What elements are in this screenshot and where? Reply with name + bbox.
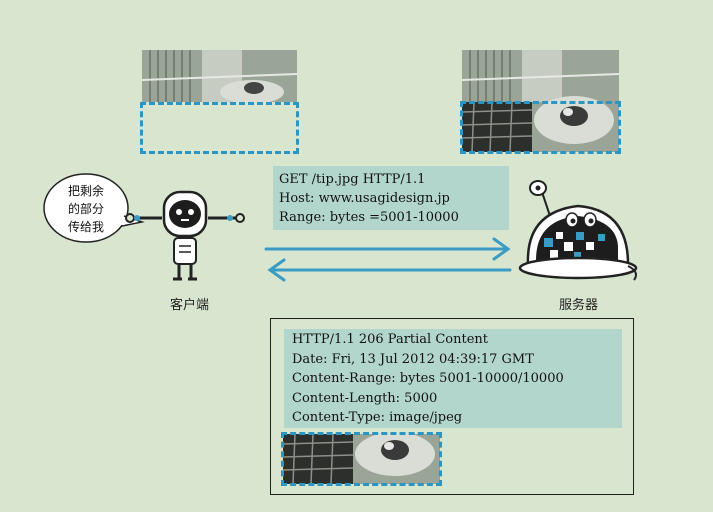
response-partial-image	[283, 434, 440, 484]
client-label: 客户端	[170, 298, 210, 313]
response-box: HTTP/1.1 206 Partial Content Date: Fri, …	[284, 329, 622, 428]
request-line: Range: bytes =5001-10000	[279, 210, 459, 225]
response-line: HTTP/1.1 206 Partial Content	[292, 332, 489, 347]
server-robot-icon	[518, 180, 638, 281]
server-label: 服务器	[559, 298, 599, 313]
response-frame	[270, 318, 634, 495]
request-line: GET /tip.jpg HTTP/1.1	[279, 172, 426, 187]
client-missing-region	[140, 102, 299, 154]
speech-line: 把剩余	[67, 184, 104, 198]
speech-text: 把剩余 的部分 传给我	[52, 182, 120, 236]
arrows	[264, 237, 512, 282]
speech-line: 传给我	[67, 220, 104, 234]
server-requested-region	[460, 101, 621, 154]
response-line: Content-Range: bytes 5001-10000/10000	[292, 371, 564, 386]
response-arrow	[267, 258, 512, 282]
client-robot-icon	[125, 190, 245, 281]
request-box: GET /tip.jpg HTTP/1.1 Host: www.usagides…	[273, 166, 509, 230]
response-line: Content-Type: image/jpeg	[292, 410, 463, 425]
response-line: Content-Length: 5000	[292, 390, 438, 406]
request-line: Host: www.usagidesign.jp	[279, 191, 450, 206]
request-arrow	[264, 237, 511, 261]
response-line: Date: Fri, 13 Jul 2012 04:39:17 GMT	[292, 351, 534, 367]
client-partial-image	[142, 50, 297, 102]
response-image-border	[281, 432, 442, 486]
speech-line: 的部分	[67, 202, 104, 216]
speech-bubble	[43, 173, 145, 243]
